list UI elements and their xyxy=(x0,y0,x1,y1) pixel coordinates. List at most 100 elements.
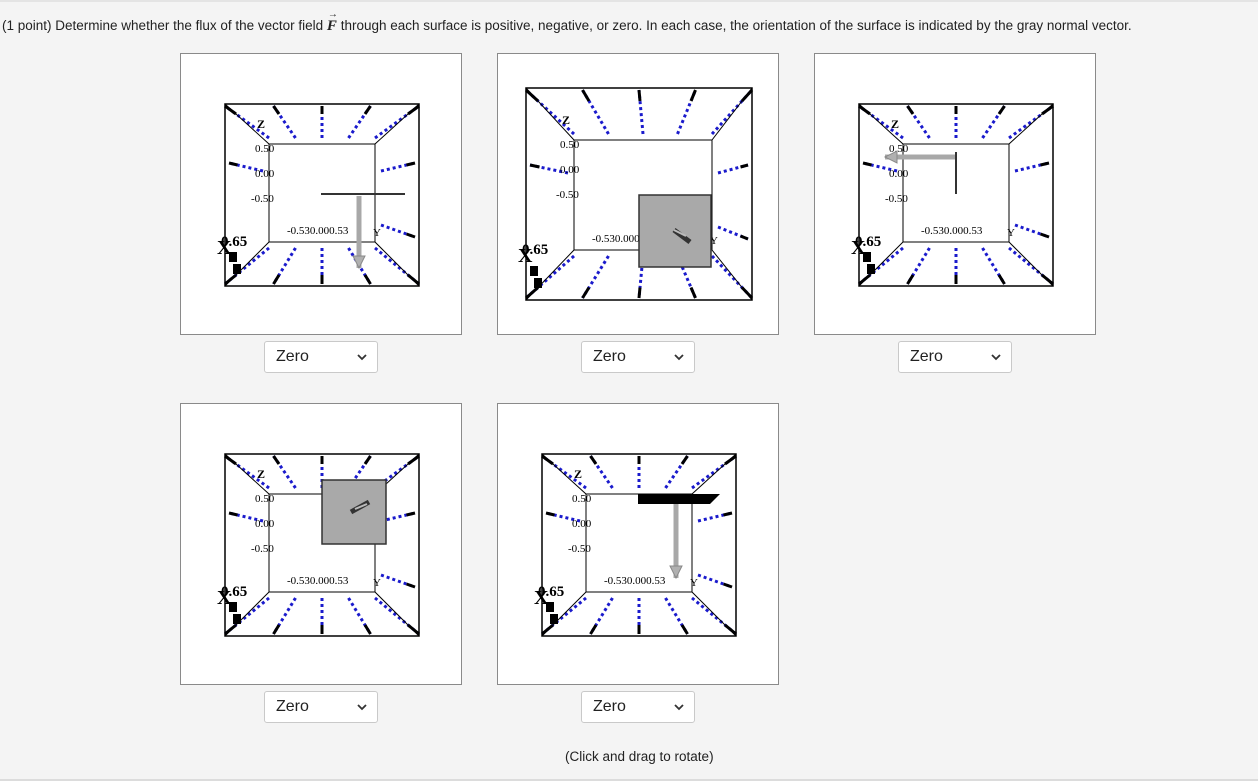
z-tick-label: 0.00 xyxy=(255,168,275,180)
inner-box xyxy=(902,143,1010,243)
box-edge xyxy=(224,453,270,495)
field-arrow-tip xyxy=(272,624,281,635)
field-arrow xyxy=(981,247,1006,285)
vector-arrow-icon: → xyxy=(327,9,338,20)
box-edge xyxy=(858,241,904,287)
y-tick-label: -0.530.000.53 xyxy=(921,225,983,237)
field-arrow-tip xyxy=(529,163,540,169)
box-edge xyxy=(525,249,575,301)
field-arrow-tip xyxy=(689,89,697,102)
x-axis-label: X xyxy=(534,587,549,609)
field-arrow-tip xyxy=(581,286,591,299)
x-axis-label: X xyxy=(518,245,533,267)
bottom-divider xyxy=(0,779,1258,781)
field-arrow-tip xyxy=(272,274,281,285)
field-arrow-tip xyxy=(545,511,555,517)
flux-select-3[interactable]: Zero xyxy=(898,341,1012,373)
field-arrow-tip xyxy=(689,286,697,299)
surface xyxy=(638,494,720,504)
field-arrow xyxy=(581,255,610,299)
z-tick-label: -0.50 xyxy=(885,193,908,205)
z-axis-label: Z xyxy=(257,467,265,481)
field-arrow xyxy=(906,247,931,285)
field-arrow-tip xyxy=(406,232,416,239)
field-arrow xyxy=(272,247,297,285)
y-axis-label: Y xyxy=(710,235,718,247)
z-axis-label: Z xyxy=(574,467,582,481)
field-arrow-tip xyxy=(637,287,642,299)
field-arrow-tip xyxy=(680,455,689,465)
flux-select-2[interactable]: Zero xyxy=(581,341,695,373)
x-axis-marker xyxy=(530,266,538,276)
field-arrow-tip xyxy=(1040,232,1050,239)
y-axis-label: Y xyxy=(1007,227,1015,239)
box-edge xyxy=(1008,241,1054,287)
x-tick-label: 0.65 xyxy=(221,234,247,250)
vector-field xyxy=(858,104,1054,286)
z-tick-label: 0.00 xyxy=(560,164,580,176)
box-edge xyxy=(1008,103,1054,145)
normal-vector xyxy=(669,504,683,580)
normal-vector-highlight xyxy=(673,229,687,237)
vector-field xyxy=(224,104,420,286)
x-tick-label: 0.65 xyxy=(855,234,881,250)
y-tick-label: -0.530.000.53 xyxy=(287,575,349,587)
field-arrow xyxy=(589,597,614,635)
y-axis-label: Y xyxy=(373,227,381,239)
z-tick-label: 0.00 xyxy=(889,168,909,180)
normal-vector-highlight xyxy=(354,503,368,510)
z-tick-label: 0.50 xyxy=(560,139,580,151)
chevron-down-icon xyxy=(674,354,684,361)
z-axis-label: Z xyxy=(257,117,265,131)
vector-field-symbol: →F xyxy=(326,9,338,34)
field-arrow xyxy=(664,597,689,635)
field-arrow-tip xyxy=(997,105,1006,115)
box-edge xyxy=(711,249,753,301)
chevron-down-icon xyxy=(991,354,1001,361)
field-arrow-tip xyxy=(906,105,915,115)
x-axis-label: X xyxy=(217,237,232,259)
box-edge xyxy=(711,87,753,141)
field-arrow-tip xyxy=(862,161,872,167)
z-tick-label: -0.50 xyxy=(251,543,274,555)
bounding-box xyxy=(224,103,420,287)
field-arrow-tip xyxy=(272,105,281,115)
x-axis-marker xyxy=(233,264,241,274)
flux-select-5[interactable]: Zero xyxy=(581,691,695,723)
y-axis-label: Y xyxy=(690,577,698,589)
top-divider xyxy=(0,0,1258,2)
box-edge xyxy=(224,591,270,637)
x-tick-label: 0.65 xyxy=(522,242,548,258)
field-arrow xyxy=(347,247,372,285)
x-axis-marker xyxy=(550,614,558,624)
bounding-box xyxy=(224,453,420,637)
field-arrow-tip xyxy=(363,455,372,465)
field-arrow-tip xyxy=(406,511,416,517)
bounding-box xyxy=(525,87,753,301)
x-tick-label: 0.65 xyxy=(538,584,564,600)
x-axis-marker xyxy=(534,278,542,288)
bounding-box xyxy=(858,103,1054,287)
field-arrow-tip xyxy=(228,511,238,517)
flux-select-1[interactable]: Zero xyxy=(264,341,378,373)
flux-select-4[interactable]: Zero xyxy=(264,691,378,723)
normal-head xyxy=(352,255,366,270)
chevron-down-icon xyxy=(357,354,367,361)
field-arrow-tip xyxy=(637,89,642,102)
outer-box xyxy=(224,453,420,637)
field-arrow-tip xyxy=(406,161,416,167)
normal-head xyxy=(669,565,683,580)
x-axis-label: X xyxy=(217,587,232,609)
z-axis-label: Z xyxy=(891,117,899,131)
z-tick-label: 0.50 xyxy=(255,493,275,505)
